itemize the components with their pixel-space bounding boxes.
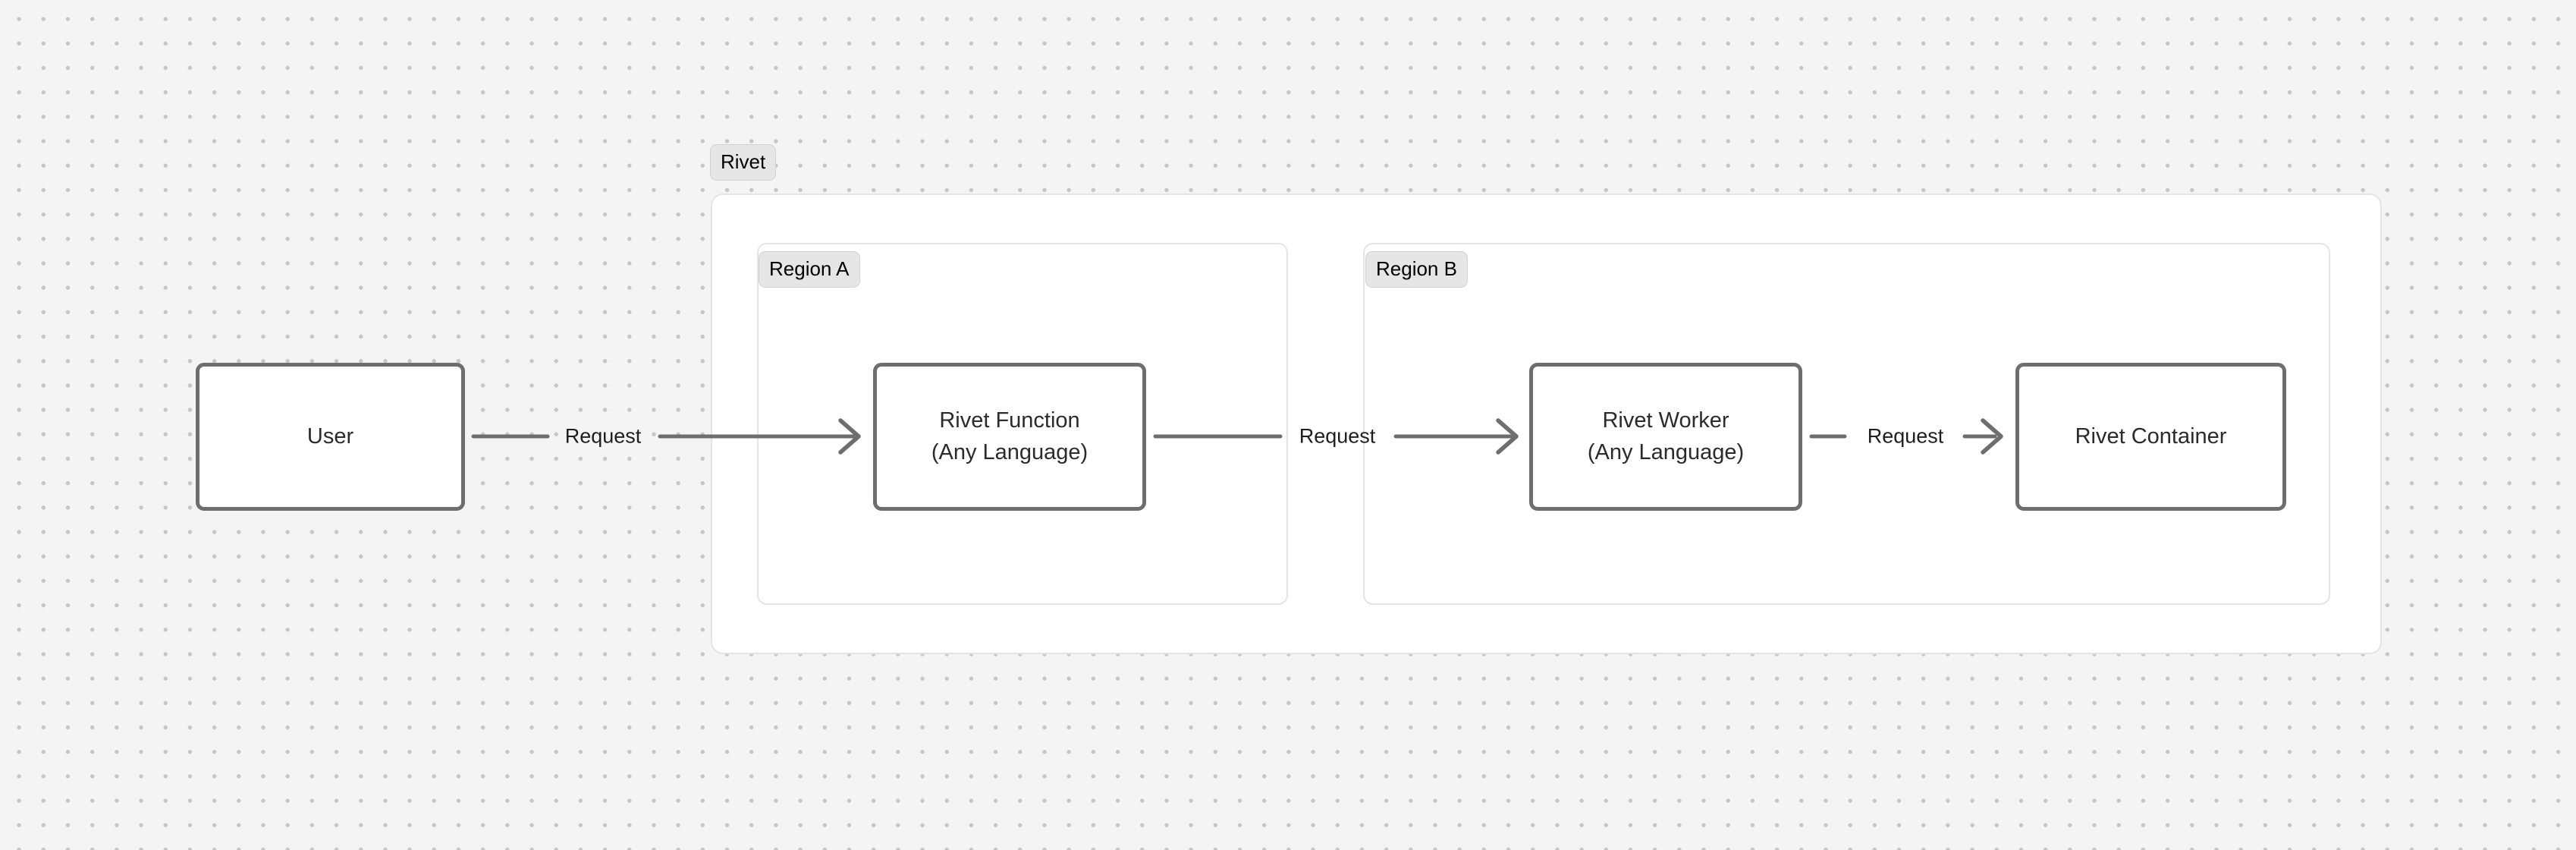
edge-label-request-3: Request bbox=[1861, 423, 1949, 449]
group-label-region-a[interactable]: Region A bbox=[759, 251, 860, 288]
node-rivet-function-label-line1: Rivet Function bbox=[939, 408, 1080, 433]
edge-label-request-2: Request bbox=[1299, 424, 1376, 448]
node-rivet-container[interactable]: Rivet Container bbox=[2015, 363, 2286, 511]
node-rivet-worker[interactable]: Rivet Worker (Any Language) bbox=[1529, 363, 1802, 511]
node-rivet-container-label-line1: Rivet Container bbox=[2075, 423, 2227, 449]
node-user[interactable]: User bbox=[196, 363, 465, 511]
node-user-label-line1: User bbox=[306, 423, 354, 449]
group-label-region-b[interactable]: Region B bbox=[1365, 251, 1468, 288]
node-rivet-function-label-line2: (Any Language) bbox=[931, 439, 1089, 464]
edge-label-request-1: Request bbox=[559, 423, 647, 449]
group-label-rivet[interactable]: Rivet bbox=[710, 144, 777, 181]
node-rivet-function[interactable]: Rivet Function (Any Language) bbox=[873, 363, 1146, 511]
node-rivet-worker-label-line2: (Any Language) bbox=[1587, 439, 1745, 464]
node-rivet-worker-label-line1: Rivet Worker bbox=[1602, 408, 1729, 433]
